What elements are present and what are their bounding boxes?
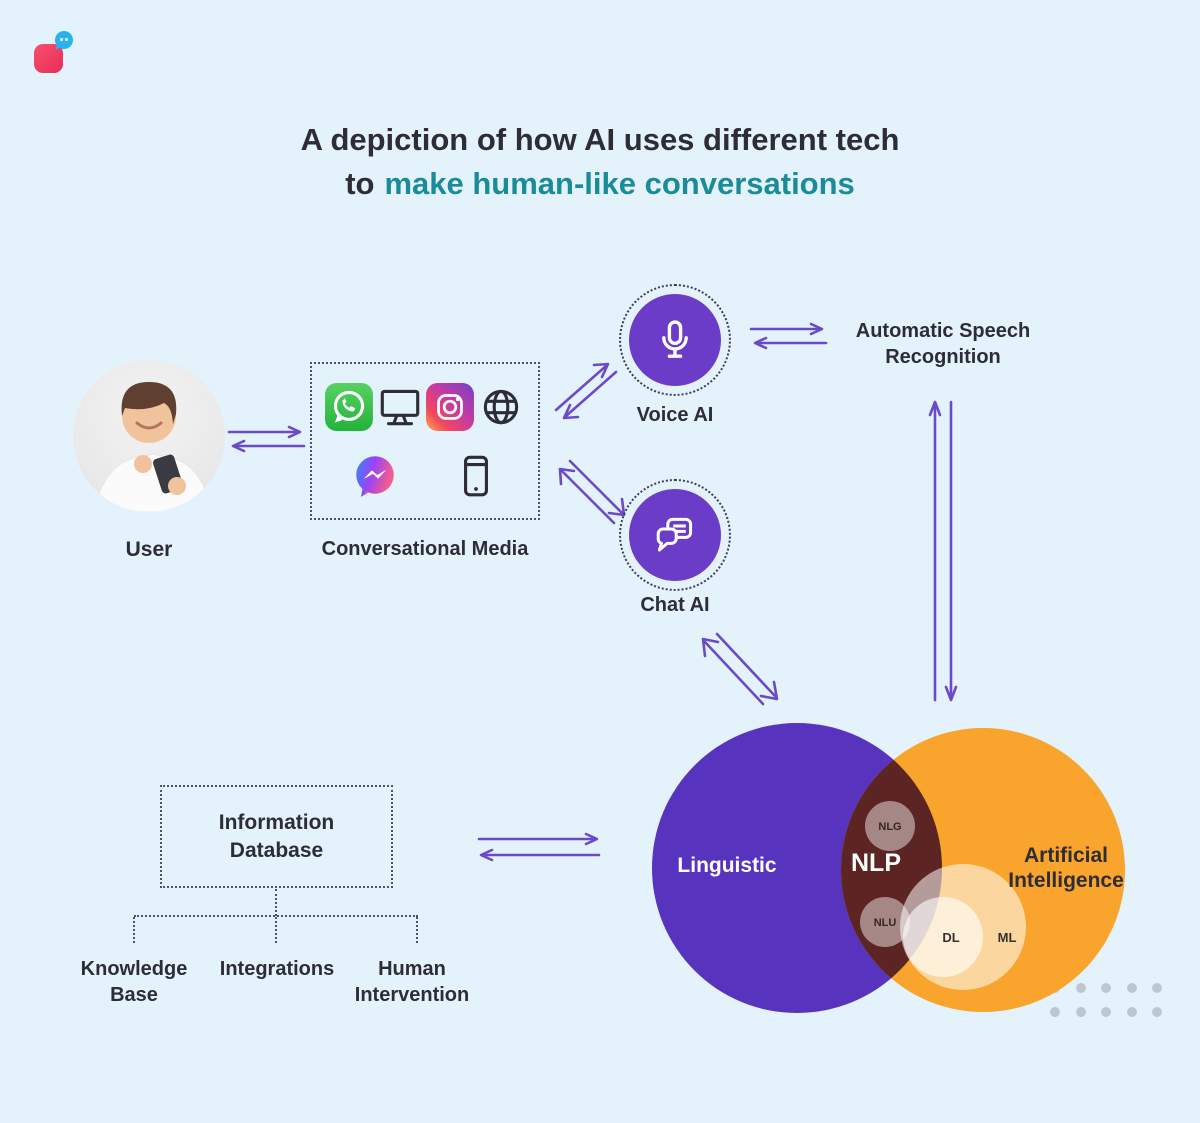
venn-right-label-line-2: Intelligence [1008, 869, 1124, 892]
venn-overlap-label: NLP [851, 849, 901, 877]
monitor-icon [380, 389, 420, 425]
logo-dot-icon [65, 38, 68, 41]
user-illustration-icon [94, 382, 212, 512]
venn-diagram: Linguistic NLP NLG NLU DL ML Artificial … [652, 723, 1125, 1013]
chat-bubbles-icon [656, 517, 693, 552]
whatsapp-icon [325, 382, 374, 431]
venn-ml-label: ML [998, 930, 1017, 945]
knowledge-base-label: Knowledge Base [80, 958, 188, 1006]
globe-icon [483, 389, 518, 424]
user-photo [73, 360, 225, 512]
venn-right-label-line-1: Artificial [1024, 844, 1108, 867]
arrow-voiceai-asr [749, 322, 828, 350]
tree-connector-left [133, 917, 135, 943]
venn-nlg-label: NLG [878, 821, 901, 833]
logo-dot-icon [60, 38, 63, 41]
arrow-media-voiceai [554, 362, 618, 420]
voice-ai-node [619, 284, 731, 396]
user-label: User [125, 538, 173, 561]
instagram-icon [426, 382, 475, 431]
microphone-icon [662, 320, 688, 358]
voice-ai-label: Voice AI [636, 404, 714, 426]
integrations-label: Integrations [219, 958, 335, 980]
venn-dl-label: DL [942, 930, 959, 945]
asr-label-line-2: Recognition [885, 346, 1001, 368]
arrow-media-chatai [558, 459, 626, 525]
messenger-icon [355, 455, 394, 497]
title-line-2-highlight: make human-like conversations [384, 166, 855, 202]
venn-left-label: Linguistic [677, 854, 776, 877]
tree-connector-bar [134, 915, 418, 917]
tree-connector-right [416, 917, 418, 943]
info-db-line-1: Information [218, 811, 335, 835]
asr-label-line-1: Automatic Speech [855, 320, 1031, 342]
asr-label: Automatic Speech Recognition [818, 318, 1068, 370]
conversational-media-box [310, 362, 540, 520]
page-title: A depiction of how AI uses different tec… [0, 118, 1200, 206]
title-line-2-prefix: to [345, 166, 375, 202]
human-intervention-label: Human Intervention [354, 958, 470, 1006]
conversational-media-label: Conversational Media [321, 538, 529, 560]
arrow-chatai-venn [701, 632, 779, 706]
chat-bubble-logo-icon [55, 31, 73, 49]
smartphone-icon [463, 455, 488, 496]
tree-connector-mid [275, 917, 277, 943]
arrow-asr-venn [928, 400, 958, 702]
venn-nlg-circle [865, 801, 915, 851]
arrow-user-media [227, 425, 306, 453]
tree-connector-stem [275, 889, 277, 916]
chat-ai-node [619, 479, 731, 591]
arrow-infodb-venn [477, 832, 601, 862]
venn-nlu-circle [860, 897, 910, 947]
info-db-line-2: Database [229, 838, 324, 862]
venn-nlu-label: NLU [874, 917, 897, 929]
venn-dl-circle [903, 897, 983, 977]
chat-ai-label: Chat AI [640, 594, 710, 616]
title-line-1: A depiction of how AI uses different tec… [300, 122, 900, 157]
information-database-box: Information Database [160, 785, 393, 888]
